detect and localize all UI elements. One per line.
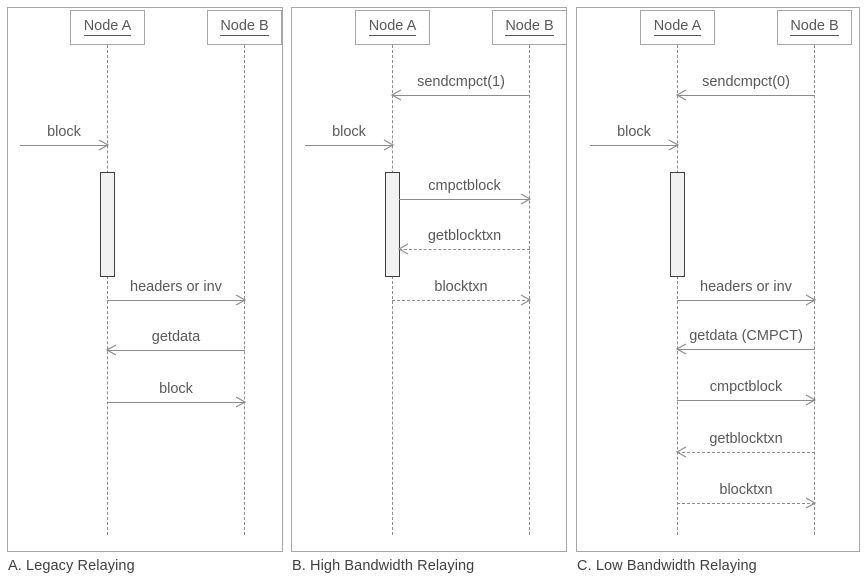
message-label: sendcmpct(0) (702, 74, 790, 90)
lifeline-node-b-panel-a (244, 45, 245, 535)
message-line (590, 145, 678, 146)
message-line (107, 402, 245, 403)
arrowhead-right-icon (804, 497, 817, 509)
participant-label: Node B (505, 18, 554, 36)
message-line (677, 349, 815, 350)
activation-bar-node-a-panel-c (670, 172, 685, 277)
lifeline-node-b-panel-c (814, 45, 815, 535)
message-label: blocktxn (719, 482, 773, 498)
arrowhead-right-icon (667, 139, 680, 151)
message-label: cmpctblock (709, 379, 783, 395)
message-label: headers or inv (700, 279, 792, 295)
lifeline-node-a-panel-c (677, 45, 678, 535)
arrowhead-left-icon (675, 343, 688, 355)
message-label: block (332, 124, 366, 140)
message-line (305, 145, 393, 146)
lifeline-node-a-panel-b (392, 45, 393, 535)
message-label: cmpctblock (428, 178, 501, 194)
panel-low-bandwidth-relaying (576, 7, 860, 552)
arrowhead-right-icon (519, 294, 532, 306)
message-line (677, 95, 815, 96)
message-label: getdata (151, 329, 201, 345)
arrowhead-right-icon (234, 396, 247, 408)
message-label: blocktxn (434, 279, 488, 295)
message-label: block (47, 124, 81, 140)
participant-label: Node A (368, 18, 417, 36)
participant-box-node-b-panel-c: Node B (777, 10, 852, 45)
message-line (107, 350, 245, 351)
message-line (677, 452, 815, 453)
participant-label: Node A (653, 18, 702, 36)
message-line (392, 95, 530, 96)
message-label: getblocktxn (427, 228, 502, 244)
activation-bar-node-a-panel-a (100, 172, 115, 277)
arrowhead-right-icon (234, 294, 247, 306)
lifeline-node-a-panel-a (107, 45, 108, 535)
lifeline-node-b-panel-b (529, 45, 530, 535)
message-line (20, 145, 108, 146)
panel-high-bandwidth-relaying (291, 7, 567, 552)
message-line (399, 199, 530, 200)
panel-caption-a: A. Legacy Relaying (8, 558, 135, 574)
arrowhead-left-icon (390, 89, 403, 101)
panel-caption-c: C. Low Bandwidth Relaying (577, 558, 757, 574)
message-line (107, 300, 245, 301)
arrowhead-left-icon (675, 89, 688, 101)
participant-label: Node A (83, 18, 132, 36)
message-label: sendcmpct(1) (417, 74, 505, 90)
participant-box-node-a-panel-c: Node A (640, 10, 715, 45)
message-label: getdata (CMPCT) (689, 328, 803, 344)
participant-box-node-a-panel-a: Node A (70, 10, 145, 45)
message-line (677, 503, 815, 504)
message-label: headers or inv (130, 279, 222, 295)
message-label: block (159, 381, 193, 397)
arrowhead-right-icon (804, 294, 817, 306)
message-line (677, 300, 815, 301)
participant-box-node-b-panel-b: Node B (492, 10, 567, 45)
arrowhead-left-icon (397, 243, 410, 255)
participant-box-node-a-panel-b: Node A (355, 10, 430, 45)
arrowhead-right-icon (519, 193, 532, 205)
message-label: block (617, 124, 651, 140)
arrowhead-right-icon (382, 139, 395, 151)
panel-caption-b: B. High Bandwidth Relaying (292, 558, 475, 574)
arrowhead-right-icon (97, 139, 110, 151)
arrowhead-left-icon (105, 344, 118, 356)
participant-label: Node B (790, 18, 839, 36)
participant-label: Node B (220, 18, 269, 36)
message-line (392, 300, 530, 301)
message-line (677, 400, 815, 401)
arrowhead-left-icon (675, 446, 688, 458)
arrowhead-right-icon (804, 394, 817, 406)
activation-bar-node-a-panel-b (385, 172, 400, 277)
message-line (399, 249, 530, 250)
participant-box-node-b-panel-a: Node B (207, 10, 282, 45)
panel-legacy-relaying (7, 7, 283, 552)
message-label: getblocktxn (709, 431, 783, 447)
